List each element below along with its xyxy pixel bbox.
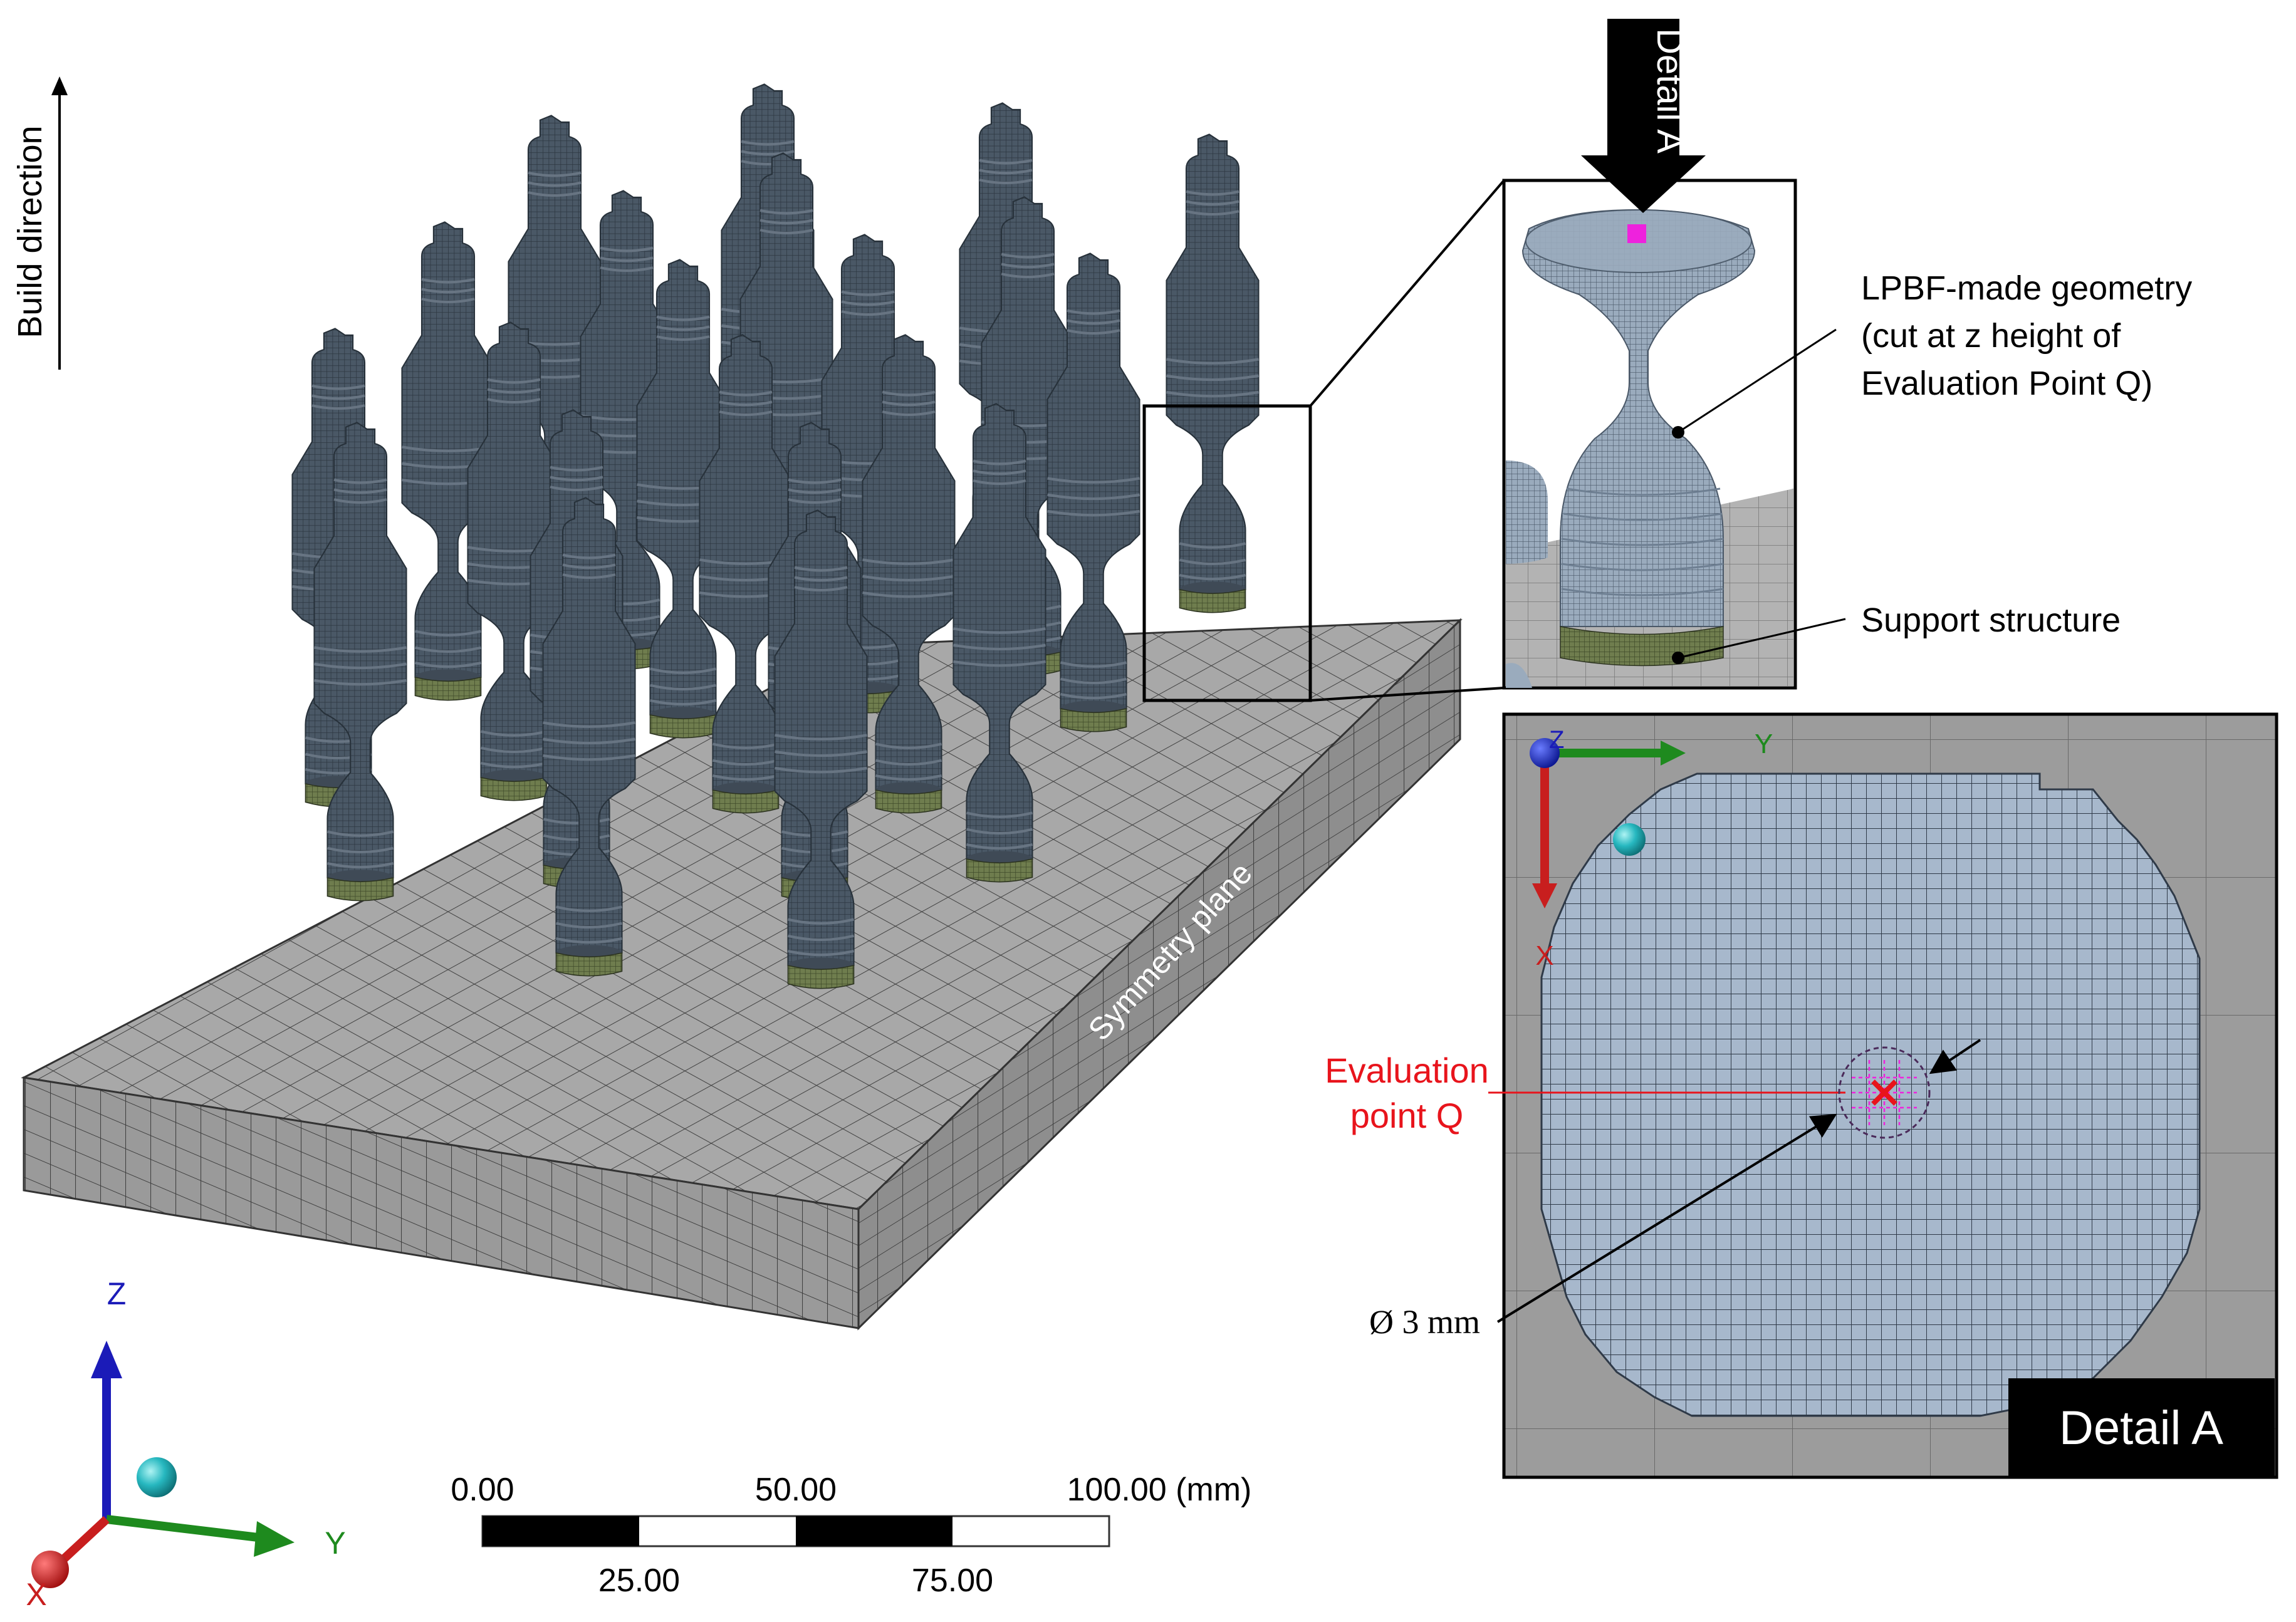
detail-axis-triad: Z Y X [1530,726,1773,971]
view-ball [137,1457,177,1497]
scale-label-50: 50.00 [755,1472,837,1508]
zoom-line-bottom [1310,687,1505,702]
inset-neighbor-corner [1506,663,1532,688]
build-direction-label: Build direction [11,125,49,338]
evaluation-marker [1627,224,1646,243]
evaluation-label-line1: Evaluation [1325,1051,1489,1090]
y-arrowhead [254,1521,295,1557]
main-axis-triad: Z Y X [26,1276,345,1612]
geometry-label-line3: Evaluation Point Q) [1861,365,2152,402]
y-label: Y [325,1526,345,1561]
inset-panel [1502,179,1797,690]
z-arrowhead [91,1341,122,1378]
specimen-detail-source [1167,134,1259,612]
build-plate: Symmetry plane [21,618,1463,1331]
diameter-arrow-right [1929,1039,1981,1074]
zoom-source-box [1142,404,1312,702]
scale-label-75: 75.00 [912,1562,993,1599]
detail-z-axis-ball [1530,738,1560,768]
inset-annotations: LPBF-made geometry (cut at z height of E… [1672,269,2192,664]
detail-view-ball [1613,823,1646,856]
build-direction-arrowhead [51,76,68,95]
scale-segment-3 [796,1516,952,1546]
scale-label-100: 100.00 (mm) [1067,1472,1252,1508]
scale-bar: 0.00 50.00 100.00 (mm) 25.00 75.00 [451,1472,1251,1599]
x-label: X [26,1577,46,1612]
detail-y-label: Y [1755,729,1773,759]
y-axis [106,1515,264,1542]
plate-front-face [857,618,1461,1331]
scale-label-0: 0.00 [451,1472,514,1508]
detail-frame [1502,712,2278,1479]
detail-a-panel: Detail A Z Y X Evaluation point Q [1325,712,2278,1479]
zoom-line-top [1309,179,1505,407]
diameter-label: Ø 3 mm [1369,1303,1480,1341]
x-axis-ball [31,1551,69,1588]
x-axis [60,1515,110,1564]
support-leader [1678,618,1846,659]
evaluation-point-group: Evaluation point Q Ø 3 mm [1325,1039,1981,1341]
detail-y-arrowhead [1661,741,1686,766]
support-leader-dot [1672,652,1684,664]
detail-a-arrow: Detail A [1581,19,1706,213]
evaluation-point-x [1871,1079,1897,1106]
detail-z-label: Z [1549,726,1564,754]
z-label: Z [107,1276,127,1311]
scale-label-25: 25.00 [598,1562,680,1599]
geometry-label-line2: (cut at z height of [1861,317,2121,355]
geometry-leader [1678,328,1837,434]
detail-tag: Detail A [2059,1401,2223,1455]
eval-diameter-circle [1838,1046,1931,1139]
detail-x-arrowhead [1532,883,1557,908]
detail-a-arrow-label: Detail A [1649,28,1690,153]
geometry-leader-dot [1672,426,1684,439]
detail-a-arrow-shape [1581,19,1706,213]
detail-cross-section [1540,772,2201,1417]
scale-segment-1 [483,1516,639,1546]
diameter-arrow-left [1496,1113,1837,1323]
support-label: Support structure [1861,601,2121,639]
build-direction-indicator: Build direction [11,76,68,370]
detail-tag-box [2008,1378,2275,1476]
inset-neighbor-specimen [1506,460,1548,564]
geometry-label-line1: LPBF-made geometry [1861,269,2192,307]
evaluation-label-line2: point Q [1350,1096,1464,1135]
detail-x-label: X [1535,940,1553,971]
